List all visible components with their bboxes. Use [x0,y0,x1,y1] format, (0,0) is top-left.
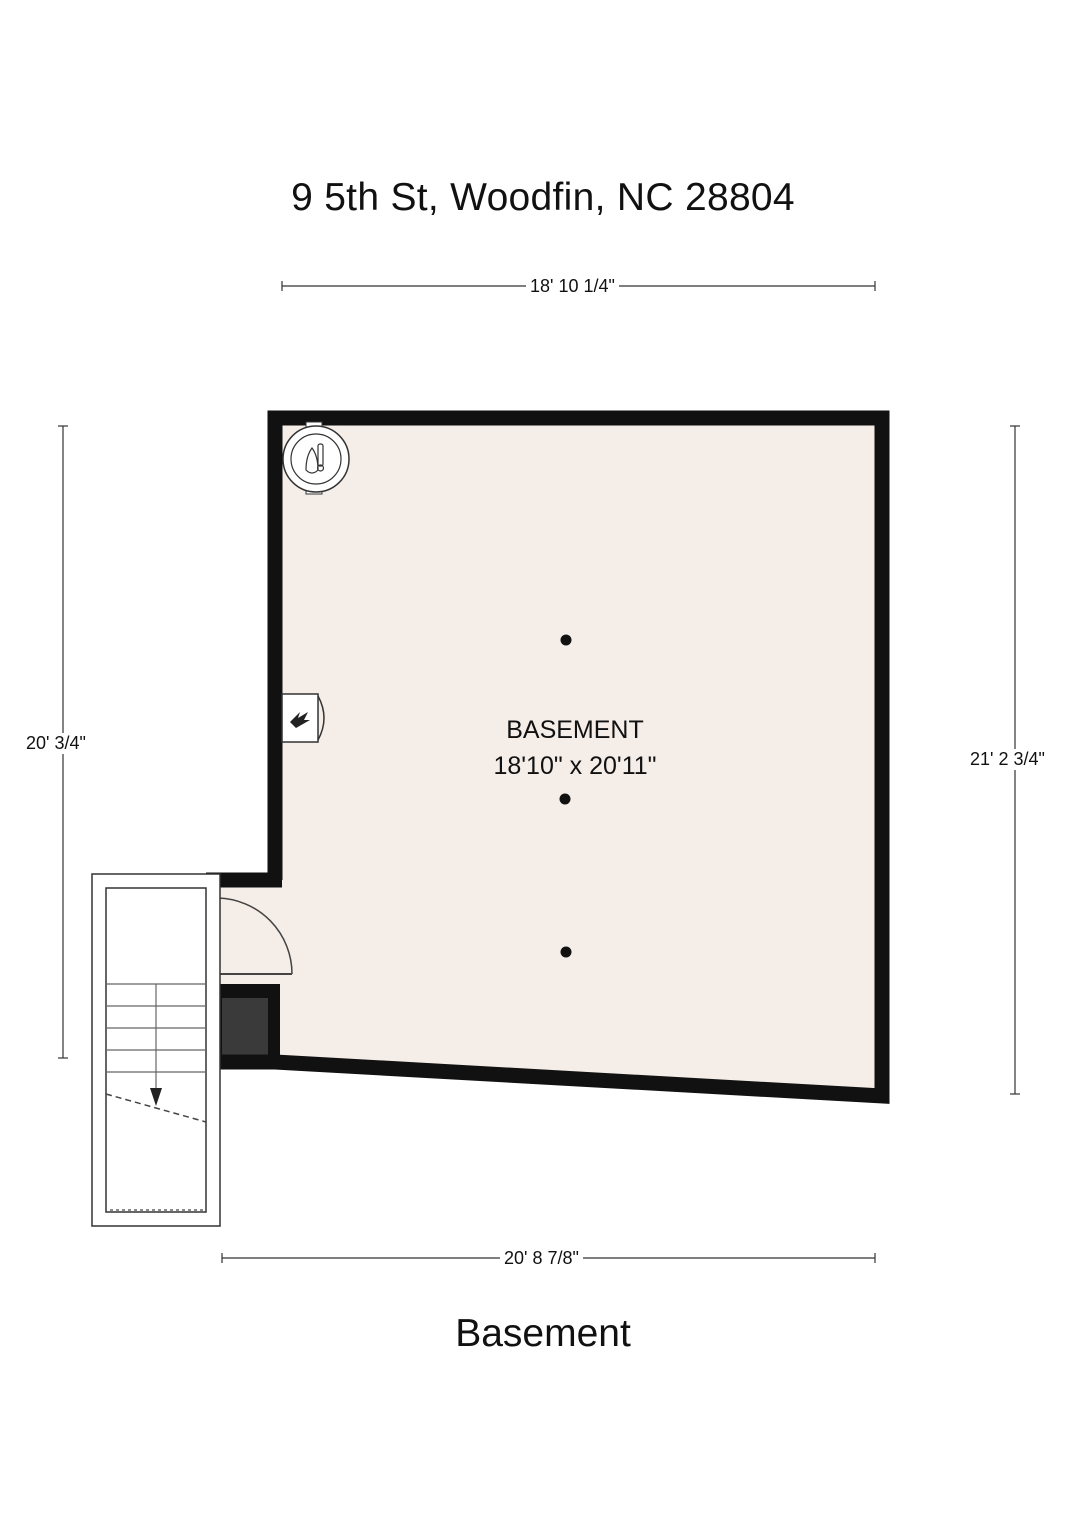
address-title: 9 5th St, Woodfin, NC 28804 [291,176,795,219]
room-name: BASEMENT [506,716,644,744]
dimension-bottom-label: 20' 8 7/8" [500,1248,583,1269]
post-icon [560,634,572,646]
post-icon [560,946,572,958]
dimension-left-label: 20' 3/4" [22,733,90,754]
wall-exterior [267,410,890,1104]
room-size: 18'10" x 20'11" [493,752,657,780]
stair-break-line [105,1093,207,1123]
stair-arrow-icon [150,1088,162,1106]
post-icon [559,793,571,805]
dimension-right-label: 21' 2 3/4" [966,749,1049,770]
basement-floor [210,418,882,1096]
floor-label: Basement [455,1312,631,1355]
furnace-icon [281,693,325,743]
door-swing [217,897,293,975]
dimension-top-label: 18' 10 1/4" [526,276,619,297]
stair-treads [106,983,206,1100]
chimney [222,998,268,1058]
water-heater-icon [282,421,350,495]
